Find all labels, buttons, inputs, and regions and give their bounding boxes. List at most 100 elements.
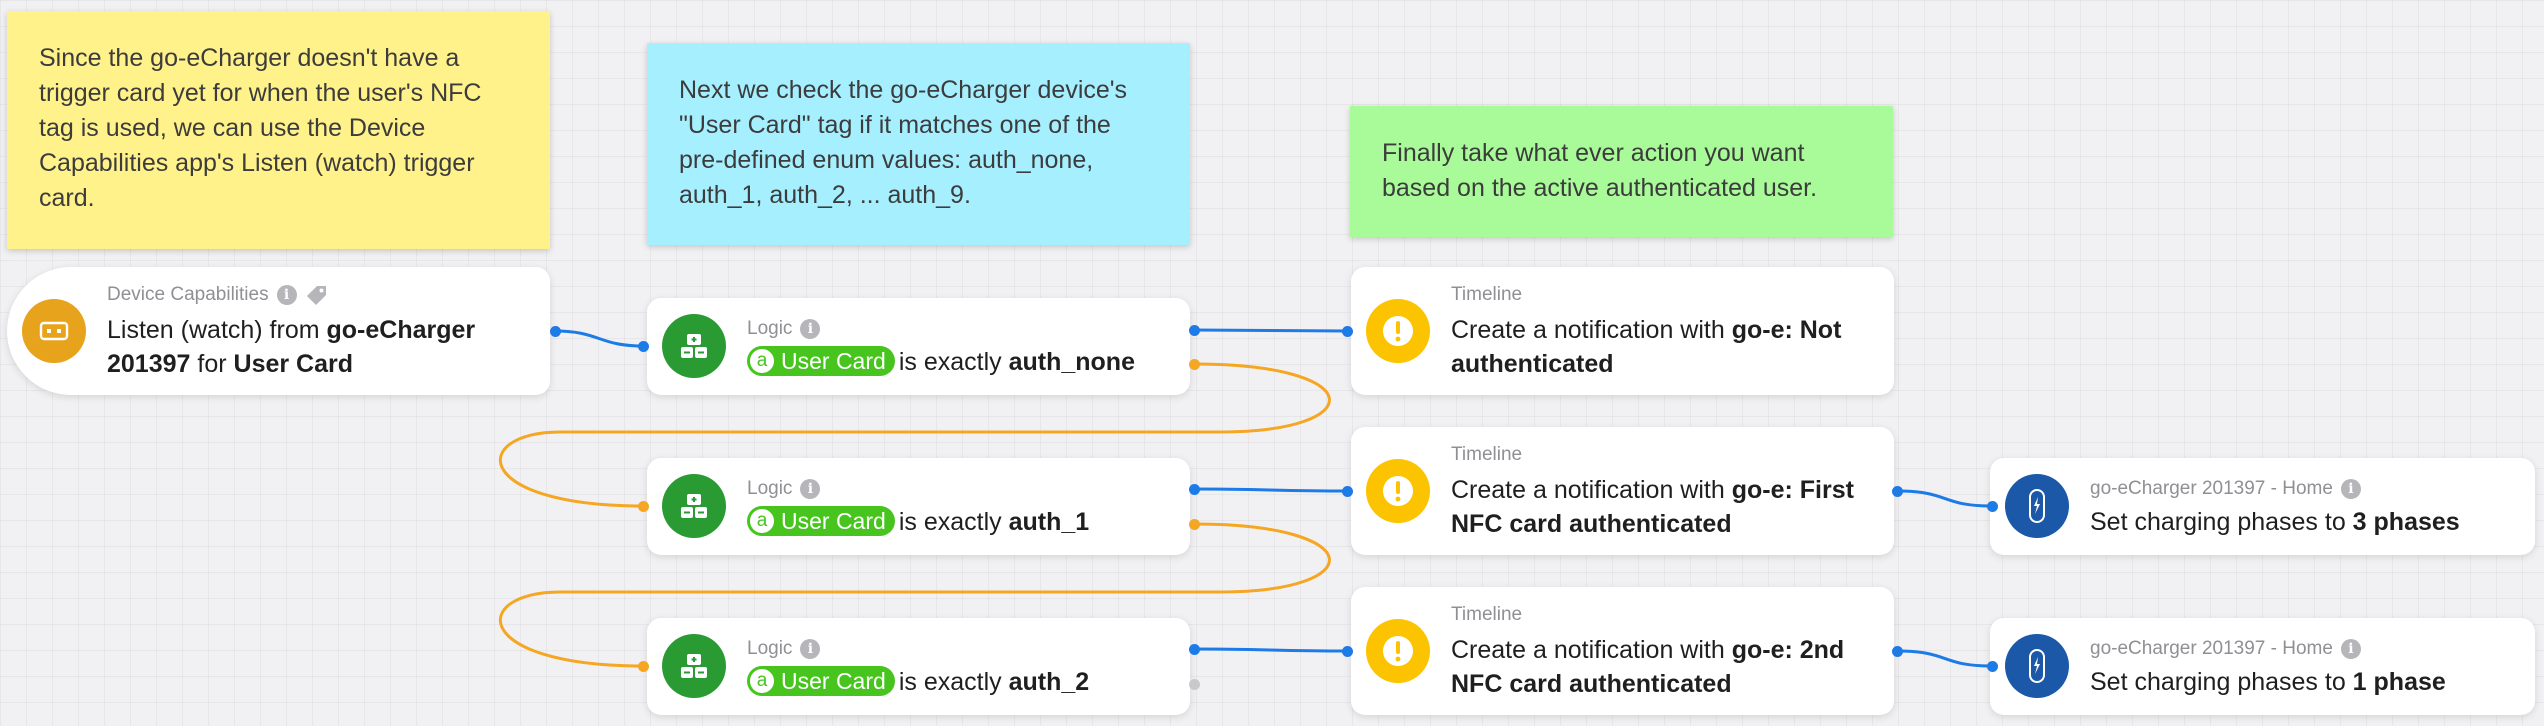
logic2-else-port[interactable]	[1188, 518, 1200, 530]
capability-name: User Card	[233, 350, 354, 378]
wire-timeline3-to-charger	[1896, 649, 1993, 668]
app-label: Logic	[747, 318, 793, 339]
charger-card-3-phases[interactable]: go-eCharger 201397 - Home i Set charging …	[1990, 458, 2535, 555]
logic1-input-port[interactable]	[637, 340, 649, 352]
note-line: trigger card yet for when the user's NFC	[39, 79, 482, 107]
logic1-then-port[interactable]	[1188, 324, 1200, 336]
info-icon[interactable]: i	[2340, 639, 2361, 659]
note-action-explanation[interactable]: Finally take what ever action you want b…	[1350, 106, 1893, 237]
timeline2-output-port[interactable]	[1891, 485, 1903, 497]
phase-value: 1 phase	[2352, 668, 2446, 696]
text-segment: Create a notification with	[1451, 316, 1732, 344]
device-id: 201397	[107, 350, 191, 378]
trigger-output-port[interactable]	[549, 325, 561, 337]
info-icon[interactable]: i	[2340, 479, 2361, 499]
note-line: "User Card" tag if it matches one of the	[679, 111, 1111, 139]
logic3-else-port[interactable]	[1188, 678, 1200, 690]
trigger-card[interactable]: Device Capabilities i Listen (watch) fro…	[7, 267, 550, 395]
notification-text: go-e: 2nd	[1731, 636, 1845, 664]
logic1-else-port[interactable]	[1188, 358, 1200, 370]
timeline1-input-port[interactable]	[1341, 325, 1353, 337]
note-line: card.	[39, 184, 95, 212]
timeline2-input-port[interactable]	[1341, 485, 1353, 497]
card-text-line: Set charging phases to 1 phase	[2090, 665, 2446, 699]
note-trigger-explanation[interactable]: Since the go-eCharger doesn't have a tri…	[7, 11, 550, 249]
app-label: go-eCharger 201397 - Home	[2090, 478, 2333, 499]
info-icon[interactable]: i	[276, 285, 297, 305]
app-label: Logic	[747, 478, 793, 499]
timeline3-output-port[interactable]	[1891, 645, 1903, 657]
notification-text: go-e: Not	[1731, 316, 1842, 344]
card-app-name: go-eCharger 201397 - Home i	[2090, 478, 2361, 500]
note-check-explanation[interactable]: Next we check the go-eCharger device's "…	[647, 43, 1190, 245]
user-card-tag[interactable]: a User Card	[747, 346, 895, 377]
app-label: Device Capabilities	[107, 284, 269, 305]
card-text-line-2: authenticated	[1451, 347, 1614, 381]
note-line: Finally take what ever action you want	[1382, 139, 1805, 167]
logic2-input-port[interactable]	[637, 500, 649, 512]
tag-label: User Card	[781, 348, 886, 375]
note-line: Since the go-eCharger doesn't have a	[39, 44, 460, 72]
charger-card-1-phase[interactable]: go-eCharger 201397 - Home i Set charging …	[1990, 618, 2535, 715]
app-label: Timeline	[1451, 604, 1523, 625]
app-label: Logic	[747, 638, 793, 659]
compare-value: auth_2	[1008, 668, 1090, 696]
text-segment: Create a notification with	[1451, 636, 1732, 664]
logic3-input-port[interactable]	[637, 660, 649, 672]
device-capabilities-icon	[22, 299, 86, 363]
text-segment: Set charging phases to	[2090, 668, 2353, 696]
timeline-card-first-nfc[interactable]: Timeline Create a notification with go-e…	[1351, 427, 1894, 555]
notification-text: NFC card authenticated	[1451, 670, 1732, 698]
card-app-name: Device Capabilities i	[107, 284, 329, 306]
logic3-then-port[interactable]	[1188, 643, 1200, 655]
compare-value: auth_none	[1008, 348, 1135, 376]
note-line: pre-defined enum values: auth_none,	[679, 146, 1094, 174]
exclamation-icon	[1366, 299, 1430, 363]
card-text-line-1: Listen (watch) from go-eCharger	[107, 313, 475, 347]
operator-text: is exactly	[898, 348, 1009, 376]
card-text-line: Set charging phases to 3 phases	[2090, 505, 2460, 539]
card-text-line-2: NFC card authenticated	[1451, 667, 1732, 701]
tag-type-badge: a	[750, 509, 774, 534]
info-icon[interactable]: i	[800, 319, 821, 339]
tag-icon	[306, 286, 326, 305]
note-line: auth_1, auth_2, ... auth_9.	[679, 181, 971, 209]
info-icon[interactable]: i	[800, 639, 821, 659]
logic2-then-port[interactable]	[1188, 483, 1200, 495]
logic-icon	[662, 634, 726, 698]
wire-logic1-then	[1193, 328, 1348, 333]
charger2-input-port[interactable]	[1986, 660, 1998, 672]
timeline-card-not-authenticated[interactable]: Timeline Create a notification with go-e…	[1351, 267, 1894, 395]
device-name: go-eCharger	[326, 316, 476, 344]
wire-logic1-else	[498, 362, 1331, 508]
card-text-line-2: NFC card authenticated	[1451, 507, 1732, 541]
timeline-card-second-nfc[interactable]: Timeline Create a notification with go-e…	[1351, 587, 1894, 715]
note-line: Capabilities app's Listen (watch) trigge…	[39, 149, 475, 177]
charger1-input-port[interactable]	[1986, 500, 1998, 512]
notification-text: go-e: First	[1731, 476, 1854, 504]
compare-value: auth_1	[1008, 508, 1090, 536]
card-text-line-2: 201397 for User Card	[107, 347, 353, 381]
logic-icon	[662, 314, 726, 378]
info-icon[interactable]: i	[800, 479, 821, 499]
charger-icon	[2005, 474, 2069, 538]
card-text-line-1: Create a notification with go-e: First	[1451, 473, 1854, 507]
tag-type-badge: a	[750, 669, 774, 694]
card-text-line: a User Card is exactly auth_none	[747, 345, 1135, 379]
timeline3-input-port[interactable]	[1341, 645, 1353, 657]
app-label: go-eCharger 201397 - Home	[2090, 638, 2333, 659]
note-line: tag is used, we can use the Device	[39, 114, 426, 142]
tag-type-badge: a	[750, 349, 774, 374]
logic-icon	[662, 474, 726, 538]
card-app-name: Timeline	[1451, 444, 1522, 466]
